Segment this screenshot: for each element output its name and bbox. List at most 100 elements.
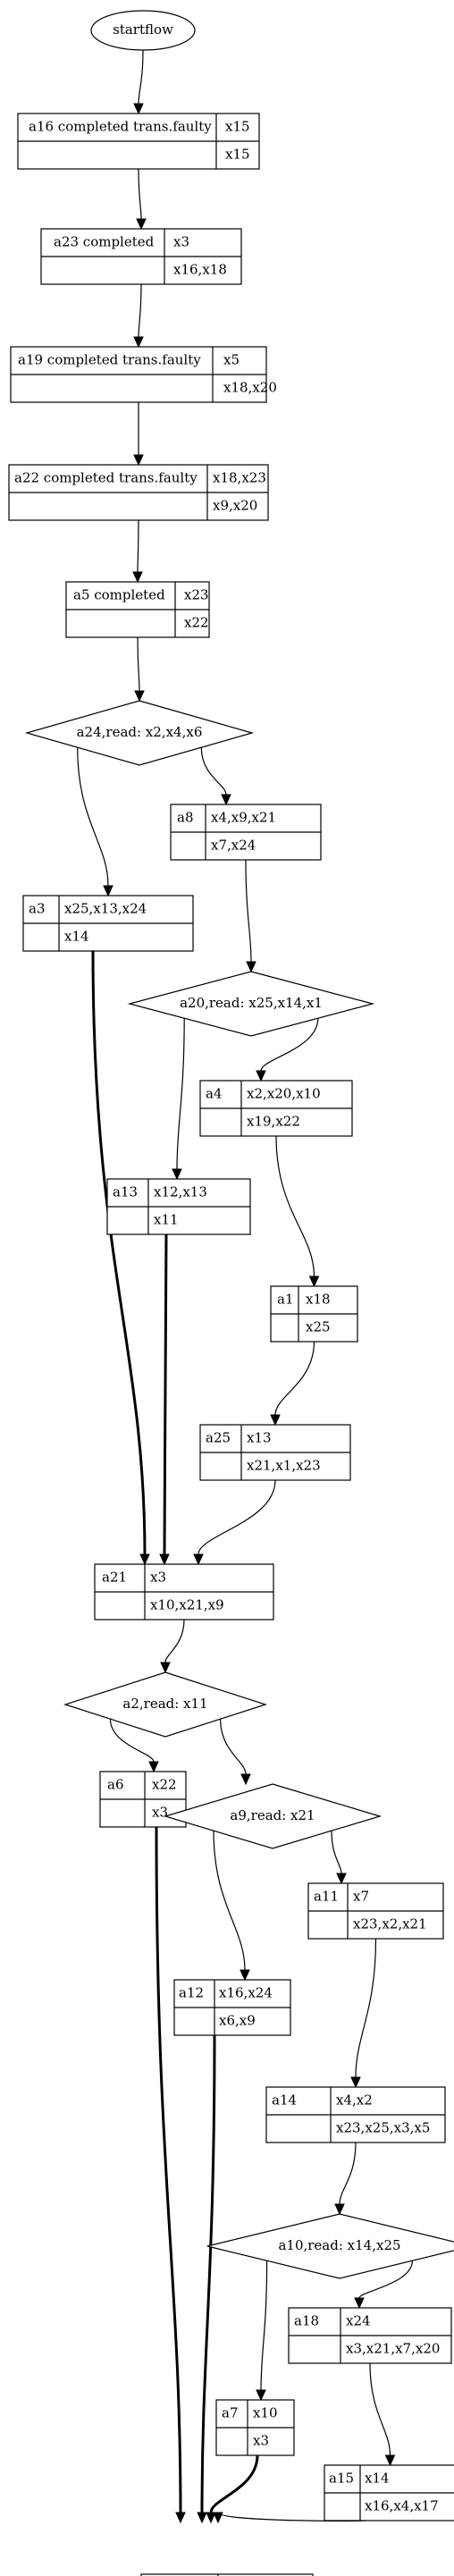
- activity-writes: x16,x24: [219, 1985, 273, 2001]
- arrowhead: [193, 1553, 204, 1566]
- activity-reads: x23,x2,x21: [353, 1916, 427, 1932]
- arrowhead: [148, 1761, 159, 1773]
- activity-reads: x14: [64, 929, 89, 945]
- activity-reads: x3: [253, 2433, 269, 2449]
- arrowhead: [136, 218, 147, 231]
- activity-reads: x25: [306, 1319, 331, 1335]
- activity-a1: a1 x18 x25: [270, 1285, 358, 1343]
- arrowhead: [256, 1070, 266, 1082]
- activity-name: a3: [29, 901, 46, 917]
- edge-a7-end: [209, 2454, 259, 2513]
- activity-name: a25: [206, 1430, 231, 1446]
- activity-name: a13: [113, 1184, 138, 1200]
- edge-a16-a23: [138, 168, 142, 220]
- activity-writes: x5: [223, 352, 240, 368]
- activity-name: a1: [277, 1292, 294, 1308]
- activity-writes: x12,x13: [154, 1184, 207, 1200]
- arrowhead: [133, 454, 144, 467]
- activity-writes: x3: [150, 1570, 166, 1586]
- arrowhead: [133, 336, 144, 349]
- arrowhead: [256, 2389, 266, 2402]
- activity-writes: x18: [306, 1292, 331, 1308]
- arrowhead: [160, 1662, 171, 1674]
- activity-name: a6: [107, 1777, 124, 1793]
- edge-a12-end: [200, 2034, 216, 2513]
- activity-name: a7: [222, 2405, 239, 2421]
- activity-name: a11: [314, 1889, 339, 1905]
- decision-label: a2,read: x11: [122, 1696, 207, 1712]
- edge-a18-a15: [369, 2362, 391, 2456]
- edge-a9-a11: [331, 1831, 342, 1874]
- edge-a4-a1: [275, 1135, 315, 1277]
- end-node: endflowall objects: [140, 2573, 314, 2576]
- activity-reads: x7,x24: [211, 838, 256, 854]
- edge-a24-a8: [200, 747, 227, 796]
- activity-reads: x15: [225, 147, 250, 163]
- edge-start-a16: [138, 49, 144, 105]
- arrowhead: [308, 1275, 320, 1288]
- arrowhead: [139, 1553, 150, 1566]
- activity-writes: x25,x13,x24: [64, 901, 147, 917]
- decision-label: a9,read: x21: [230, 1807, 315, 1823]
- activity-name: a15: [329, 2471, 354, 2487]
- start-ellipse: [90, 10, 196, 51]
- activity-name: a16 completed trans.faulty: [29, 119, 212, 135]
- start-node: startflow: [90, 10, 196, 51]
- arrowhead: [240, 1773, 251, 1786]
- activity-a3: a3 x25,x13,x24 x14: [22, 895, 194, 952]
- activity-a7: a7 x10 x3: [215, 2399, 295, 2456]
- activity-a16: a16 completed trans.faulty x15 x15: [17, 113, 260, 170]
- edge-a10-a18: [358, 2260, 413, 2299]
- nodes-layer: startflow a16 completed trans.faulty x15 x1…: [8, 10, 454, 2576]
- activity-name: a4: [206, 1086, 223, 1102]
- edge-a1-a25: [274, 1341, 315, 1416]
- activity-name: a19 completed trans.faulty: [18, 352, 201, 368]
- activity-reads: x22: [184, 615, 209, 631]
- decision-a10: a10,read: x14,x25: [206, 2213, 454, 2279]
- arrowhead: [197, 2512, 207, 2524]
- activity-writes: x10: [253, 2405, 278, 2421]
- edge-a23-a19: [138, 283, 142, 338]
- activity-reads: x6,x9: [219, 2013, 256, 2029]
- decision-a9: a9,read: x21: [163, 1783, 383, 1849]
- activity-reads: x23,x25,x3,x5: [336, 2120, 430, 2136]
- activity-writes: x15: [225, 119, 250, 135]
- activity-name: a21: [102, 1570, 127, 1586]
- decision-diamond: [63, 1671, 267, 1738]
- edge-a2-a9: [220, 1719, 247, 1775]
- arrowhead: [132, 571, 143, 584]
- activity-reads: x19,x22: [247, 1114, 300, 1130]
- edge-a11-a14: [355, 1938, 377, 2078]
- edges-layer: [77, 49, 413, 2524]
- arrowhead: [172, 1168, 182, 1181]
- arrowhead: [133, 103, 144, 115]
- arrowhead: [103, 885, 114, 897]
- edge-a14-a10: [339, 2142, 357, 2205]
- activity-name: a8: [177, 810, 194, 826]
- activity-reads: x16,x4,x17: [365, 2498, 439, 2514]
- arrowhead: [336, 1873, 347, 1885]
- activity-name: a18: [294, 2313, 319, 2329]
- end-box: [140, 2573, 314, 2576]
- edge-a24-a3: [77, 747, 109, 887]
- arrowhead: [246, 961, 256, 973]
- edge-a25-a21: [198, 1479, 276, 1555]
- arrowhead: [270, 1414, 281, 1427]
- activity-writes: x18,x23: [213, 470, 266, 486]
- activity-writes: x23: [184, 587, 209, 603]
- decision-a2: a2,read: x11: [63, 1671, 267, 1738]
- arrowhead: [175, 2512, 186, 2524]
- edge-a20-a4: [260, 1018, 319, 1072]
- activity-writes: x3: [173, 234, 189, 250]
- activity-reads: x3: [152, 1805, 168, 1821]
